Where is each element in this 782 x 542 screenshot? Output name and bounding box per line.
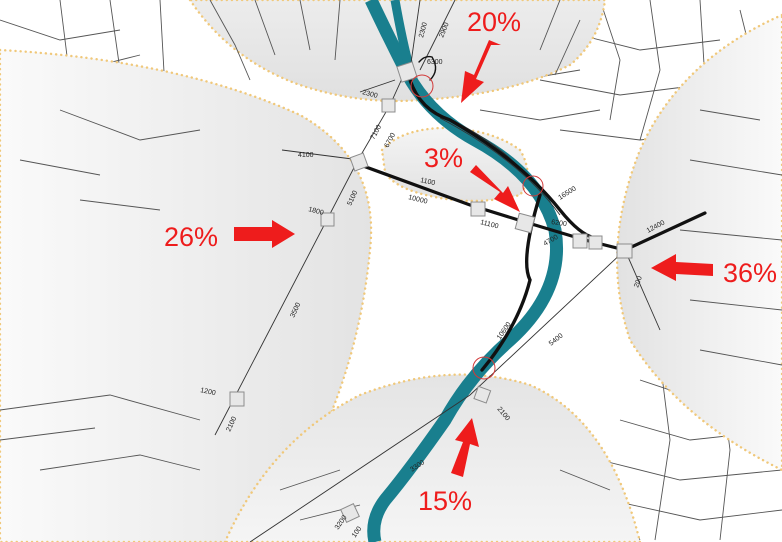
station [514,212,536,234]
station [572,233,588,249]
minor-roads [214,0,661,542]
major-roads [353,55,707,372]
count-label: 1800 [307,206,324,217]
crossing-marker-south [472,356,496,380]
zone-percent-south: 15% [418,486,472,516]
counting-stations [229,61,633,523]
crossing-marker-north [410,74,434,98]
count-label: 11100 [480,219,500,230]
crossing-markers [410,74,544,380]
count-label: 4100 [298,152,314,159]
count-label: 10000 [408,194,429,206]
arrow-south [451,418,479,477]
station [320,212,335,227]
count-label: 1200 [200,387,217,397]
count-label: 6300 [427,59,443,66]
station [381,98,396,113]
count-label: 2300 [418,22,429,39]
arrow-east [651,254,713,281]
count-label: 6200 [551,219,568,228]
count-label: 200 [633,275,644,288]
zone-south-area [223,373,642,542]
arrow-north [461,40,501,103]
zone-percent-center: 3% [424,143,463,173]
crossing-marker-center [522,175,544,197]
zone-east-area [616,13,782,472]
count-label: 7100 [370,124,384,141]
station [396,61,418,83]
count-label: 1100 [420,177,436,187]
direction-arrows [234,40,713,477]
count-label: 5400 [548,332,565,347]
arrow-center [470,165,520,212]
zone-share-labels: 20% 3% 26% 36% 15% [164,7,777,516]
station [588,235,603,250]
river [365,0,564,542]
station [470,201,486,217]
station [340,503,360,523]
station [229,391,245,407]
arrow-west [234,220,295,248]
station [473,385,492,404]
zone-percent-north: 20% [467,7,521,37]
station [616,243,633,259]
count-label: 16500 [557,185,577,201]
zone-percent-west: 26% [164,222,218,252]
count-label: 2300 [361,89,378,100]
station [349,152,369,172]
zone-percent-east: 36% [723,258,777,288]
